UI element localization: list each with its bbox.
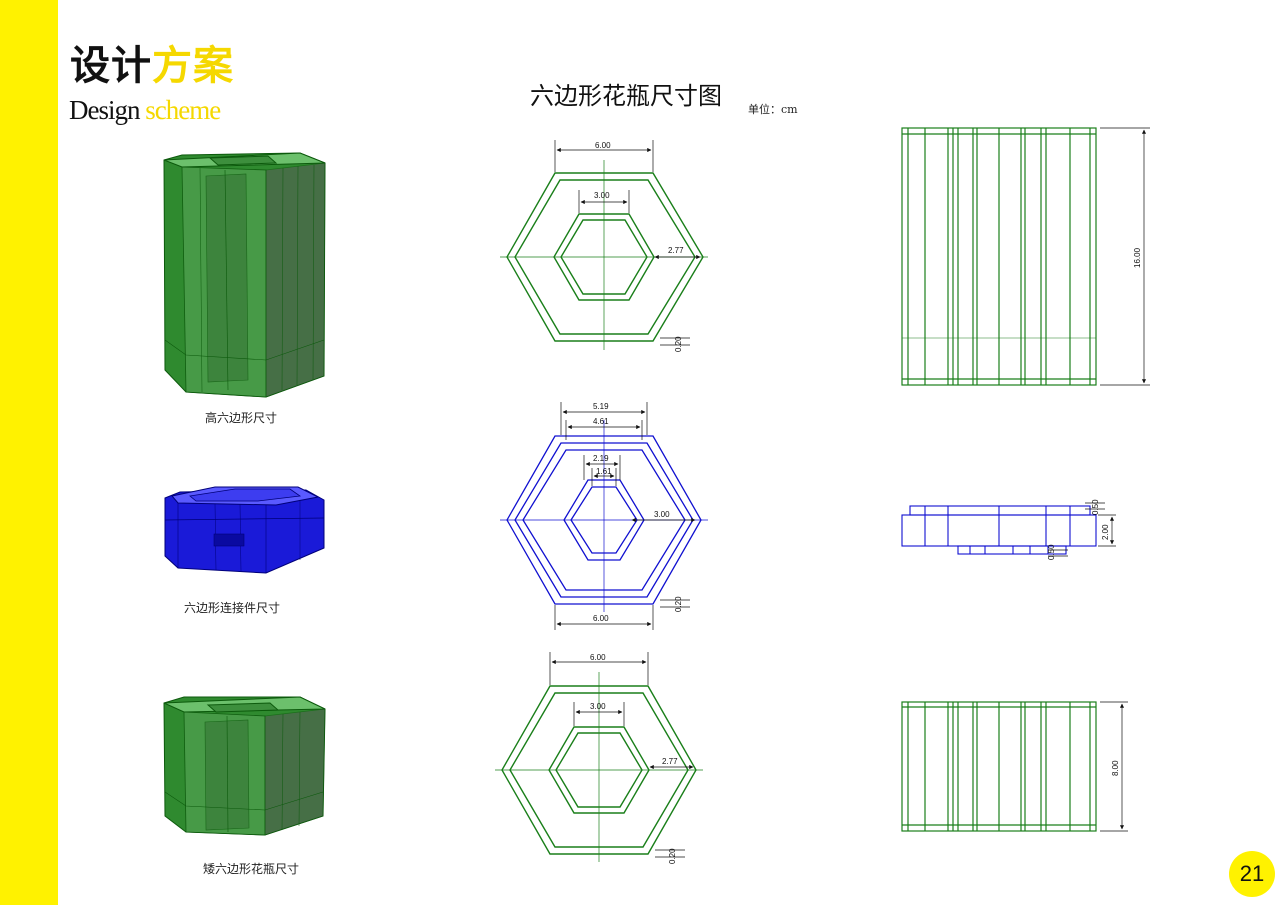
connector-side-top-lip: 0.50 xyxy=(1091,499,1100,515)
connector-side-dimensions xyxy=(1048,502,1116,557)
connector-top-view xyxy=(500,420,708,612)
connector-top-dimensions xyxy=(554,402,696,630)
connector-hole-outer: 2.19 xyxy=(593,454,609,463)
connector-side-view xyxy=(901,505,1097,555)
connector-side-bottom-lip: 0.50 xyxy=(1047,544,1056,560)
short-top-dimensions xyxy=(549,652,694,858)
short-top-inner-width: 3.00 xyxy=(590,702,606,711)
tall-top-wall-thickness: 0.20 xyxy=(674,336,683,352)
tall-top-outer-width: 6.00 xyxy=(595,141,611,150)
unit-label: 单位：cm xyxy=(748,103,798,116)
connector-inner-top: 4.61 xyxy=(593,417,609,426)
tall-top-dimensions xyxy=(554,140,701,346)
page-number: 21 xyxy=(1229,851,1275,897)
short-top-wall-offset: 2.77 xyxy=(662,757,678,766)
connector-outer-top: 5.19 xyxy=(593,402,609,411)
page-title: 六边形花瓶尺寸图 xyxy=(530,82,722,110)
tall-top-inner-width: 3.00 xyxy=(594,191,610,200)
caption-connector: 六边形连接件尺寸 xyxy=(184,601,281,615)
caption-tall-vase: 高六边形尺寸 xyxy=(205,411,278,425)
short-side-height: 8.00 xyxy=(1111,760,1120,776)
short-top-view xyxy=(495,672,703,862)
short-side-dimensions xyxy=(1100,701,1128,832)
tall-side-dimensions xyxy=(1100,127,1150,386)
short-side-view xyxy=(901,701,1097,832)
connector-hole-inner: 1.61 xyxy=(596,467,612,476)
section-subtitle: Design scheme xyxy=(69,95,221,125)
connector-side-height: 2.00 xyxy=(1101,524,1110,540)
section-subtitle-main: Design xyxy=(69,95,140,125)
section-title-accent: 方案 xyxy=(152,42,234,89)
short-top-outer-width: 6.00 xyxy=(590,653,606,662)
short-vase-render xyxy=(163,696,326,836)
section-title-main: 设计 xyxy=(70,42,152,89)
tall-vase-render xyxy=(163,152,326,398)
section-title: 设计方案 xyxy=(70,46,234,86)
tall-side-height: 16.00 xyxy=(1133,247,1142,268)
connector-wall-thickness: 0.20 xyxy=(674,596,683,612)
section-subtitle-accent: scheme xyxy=(145,95,221,125)
yellow-sidebar xyxy=(0,0,58,905)
tall-top-wall-offset: 2.77 xyxy=(668,246,684,255)
tall-top-view xyxy=(500,160,708,350)
short-top-wall-thickness: 0.20 xyxy=(668,848,677,864)
tall-side-view xyxy=(901,127,1097,386)
connector-render xyxy=(164,486,325,574)
connector-outer-bottom: 6.00 xyxy=(593,614,609,623)
caption-short-vase: 矮六边形花瓶尺寸 xyxy=(203,862,300,876)
connector-offset: 3.00 xyxy=(654,510,670,519)
